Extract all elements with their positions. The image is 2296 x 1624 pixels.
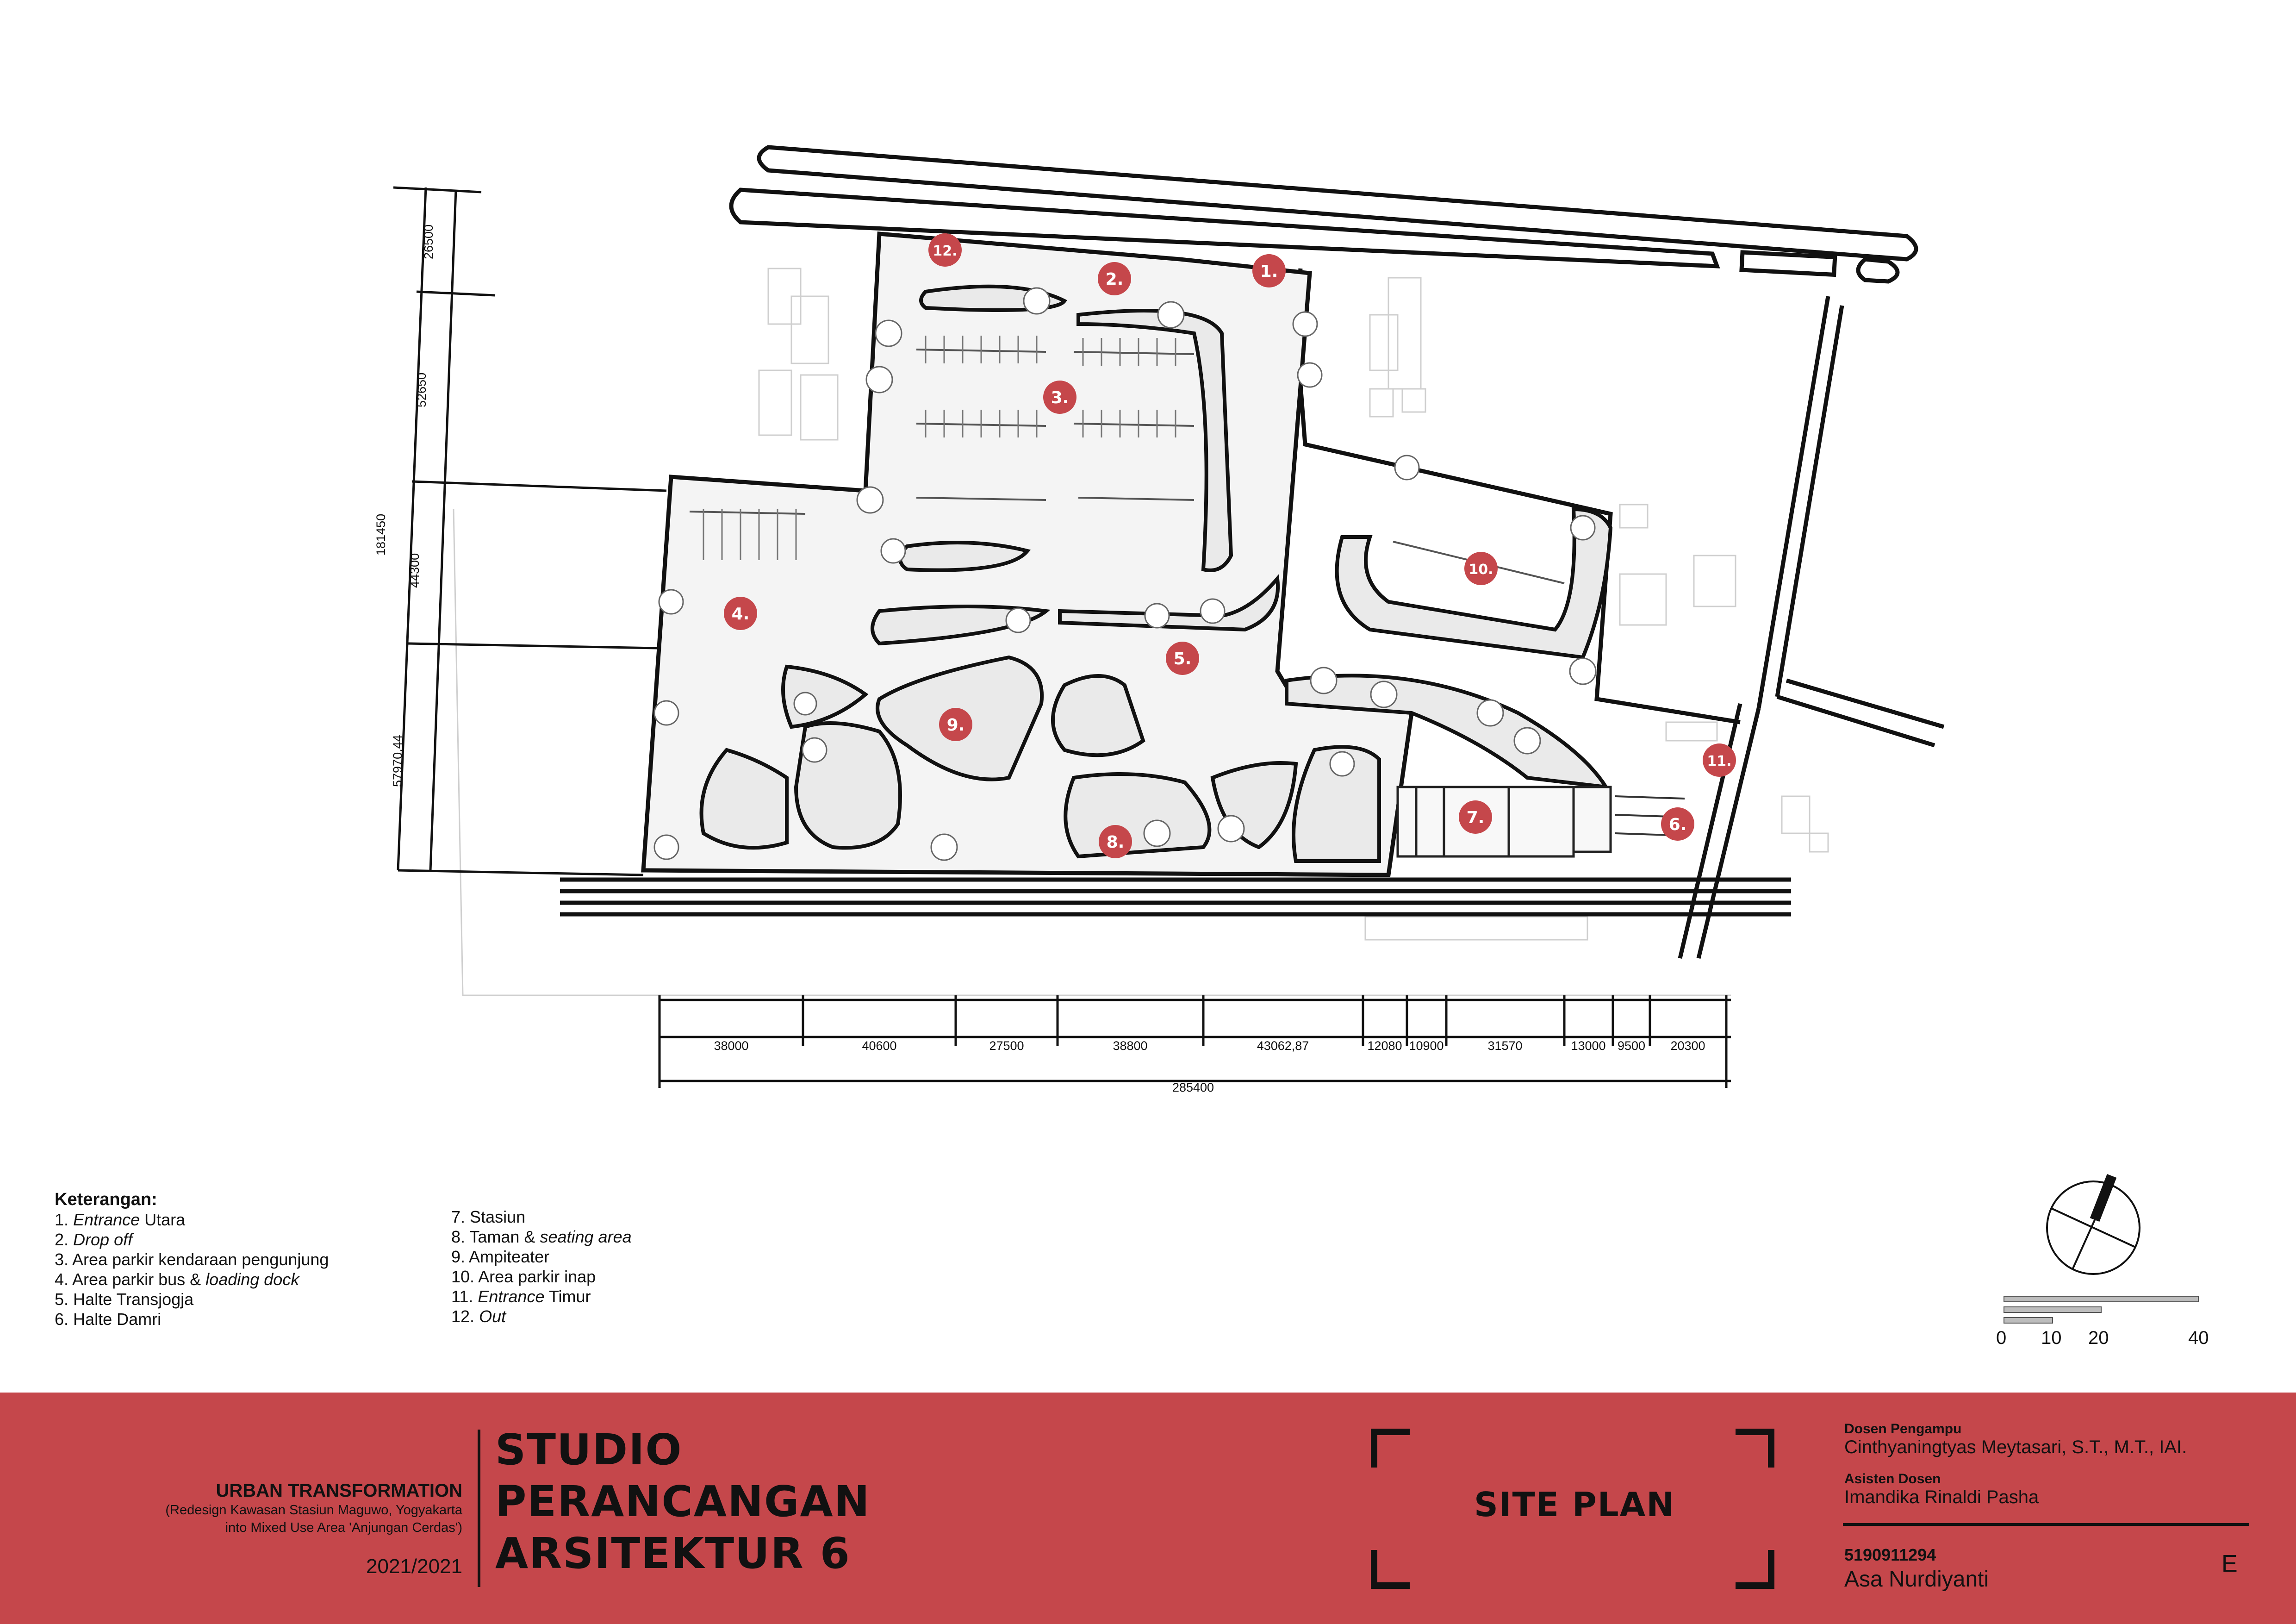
assistant-block: Asisten Dosen Imandika Rinaldi Pasha <box>1844 1471 2039 1508</box>
svg-text:4.: 4. <box>732 605 750 624</box>
legend-item: 8. Taman & seating area <box>451 1227 632 1246</box>
svg-text:12.: 12. <box>933 243 957 259</box>
svg-text:10.: 10. <box>1468 562 1493 578</box>
project-subtitle: into Mixed Use Area 'Anjungan Cerdas') <box>225 1520 462 1535</box>
svg-text:1.: 1. <box>1260 262 1278 281</box>
context-lines <box>453 268 1829 996</box>
dim-left-label: 181450 <box>374 514 388 556</box>
dim-bottom-label: 20300 <box>1670 1039 1705 1053</box>
marker-6: 6. <box>1661 807 1694 841</box>
scale-label: 40 <box>2188 1328 2209 1348</box>
legend-right: 7. Stasiun 8. Taman & seating area 9. Am… <box>451 1207 632 1326</box>
left-dim-labels: 26500 52650 181450 44300 57970,44 <box>374 225 436 787</box>
scale-label: 20 <box>2088 1328 2109 1348</box>
dim-bottom-label: 12080 <box>1367 1039 1402 1053</box>
legend-title: Keterangan: <box>55 1190 157 1209</box>
dim-bottom-label: 27500 <box>989 1039 1024 1053</box>
frame-corner <box>1371 1429 1410 1468</box>
marker-12: 12. <box>928 233 962 267</box>
lecturer-block: Dosen Pengampu Cinthyaningtyas Meytasari… <box>1844 1421 2187 1458</box>
bottom-dimension <box>658 995 1731 1088</box>
frame-corner <box>1736 1429 1774 1468</box>
legend-item: 4. Area parkir bus & loading dock <box>55 1270 299 1289</box>
marker-7: 7. <box>1459 800 1492 834</box>
stall-ticks <box>703 336 1176 560</box>
svg-text:6.: 6. <box>1669 815 1687 834</box>
dim-bottom-label: 9500 <box>1618 1039 1645 1053</box>
marker-11: 11. <box>1703 743 1736 777</box>
left-dimension <box>393 186 667 876</box>
project-subtitle: (Redesign Kawasan Stasiun Maguwo, Yogyak… <box>165 1503 462 1518</box>
bottom-dim-labels: 38000 40600 27500 38800 43062,87 12080 1… <box>714 1039 1705 1094</box>
trees <box>653 287 1597 861</box>
dim-bottom-total: 285400 <box>1172 1081 1214 1094</box>
dim-left-label: 44300 <box>408 553 422 588</box>
lecturer-name: Cinthyaningtyas Meytasari, S.T., M.T., I… <box>1844 1437 2187 1457</box>
divider <box>478 1430 480 1587</box>
landscape-islands <box>699 284 1613 863</box>
svg-text:11.: 11. <box>1707 753 1731 769</box>
legend-item: 3. Area parkir kendaraan pengunjung <box>55 1250 329 1269</box>
marker-3: 3. <box>1043 381 1076 414</box>
divider <box>1843 1523 2249 1526</box>
frame-corner <box>1736 1550 1774 1589</box>
dim-left-label: 52650 <box>415 373 429 407</box>
marker-1: 1. <box>1252 254 1286 287</box>
dim-bottom-label: 31570 <box>1487 1039 1522 1053</box>
project-info: URBAN TRANSFORMATION (Redesign Kawasan S… <box>165 1480 462 1578</box>
sheet-code: E <box>2221 1550 2238 1577</box>
roads <box>729 145 1945 959</box>
station-building <box>1396 786 1612 858</box>
student-id: 5190911294 <box>1844 1545 1936 1564</box>
site-plan-drawing: 26500 52650 181450 44300 57970,44 38000 … <box>374 145 2199 1324</box>
railway-tracks <box>560 877 1791 917</box>
dim-bottom-label: 10900 <box>1409 1039 1444 1053</box>
project-title: URBAN TRANSFORMATION <box>216 1480 462 1501</box>
assistant-label: Asisten Dosen <box>1844 1471 1941 1487</box>
legend-item: 11. Entrance Timur <box>451 1287 591 1306</box>
marker-5: 5. <box>1166 642 1199 675</box>
legend-item: 7. Stasiun <box>451 1207 526 1226</box>
zone-markers: 1. 2. 3. 4. 5. 6. 7. 8. 9. 10. 11. 12. <box>724 233 1736 858</box>
lecturer-label: Dosen Pengampu <box>1844 1421 1962 1437</box>
legend-item: 10. Area parkir inap <box>451 1267 596 1286</box>
dim-bottom-label: 40600 <box>862 1039 896 1053</box>
studio-title: STUDIO PERANCANGAN ARSITEKTUR 6 <box>495 1425 871 1578</box>
legend-item: 6. Halte Damri <box>55 1310 162 1329</box>
dim-bottom-label: 38000 <box>714 1039 748 1053</box>
sheet-title: SITE PLAN <box>1474 1485 1675 1524</box>
marker-2: 2. <box>1098 262 1131 295</box>
legend-item: 12. Out <box>451 1307 506 1326</box>
legend-item: 5. Halte Transjogja <box>55 1290 194 1309</box>
legend-item: 9. Ampiteater <box>451 1247 550 1266</box>
svg-text:9.: 9. <box>947 716 965 735</box>
legend-item: 1. Entrance Utara <box>55 1210 186 1229</box>
title-block: URBAN TRANSFORMATION (Redesign Kawasan S… <box>0 1393 2296 1624</box>
legend-left: Keterangan: 1. Entrance Utara 2. Drop of… <box>55 1190 329 1329</box>
dim-bottom-label: 38800 <box>1113 1039 1147 1053</box>
scale-label: 0 <box>1996 1328 2007 1348</box>
marker-10: 10. <box>1464 552 1498 585</box>
svg-text:5.: 5. <box>1174 650 1192 668</box>
svg-text:8.: 8. <box>1107 833 1125 852</box>
dim-left-label: 57970,44 <box>391 735 404 787</box>
dim-left-label: 26500 <box>422 225 436 259</box>
svg-text:7.: 7. <box>1467 808 1485 827</box>
marker-4: 4. <box>724 597 757 630</box>
legend-item: 2. Drop off <box>55 1230 133 1249</box>
student-name: Asa Nurdiyanti <box>1844 1567 1989 1592</box>
svg-text:2.: 2. <box>1106 270 1124 289</box>
marker-8: 8. <box>1099 825 1132 858</box>
project-year: 2021/2021 <box>366 1555 462 1578</box>
north-arrow-icon <box>2046 1174 2140 1275</box>
svg-text:3.: 3. <box>1051 388 1069 407</box>
scale-label: 10 <box>2041 1328 2062 1348</box>
assistant-name: Imandika Rinaldi Pasha <box>1844 1487 2039 1507</box>
scale-bar <box>2004 1296 2199 1324</box>
marker-9: 9. <box>939 708 972 741</box>
dim-bottom-label: 43062,87 <box>1257 1039 1309 1053</box>
dim-bottom-label: 13000 <box>1571 1039 1605 1053</box>
frame-corner <box>1371 1550 1410 1589</box>
